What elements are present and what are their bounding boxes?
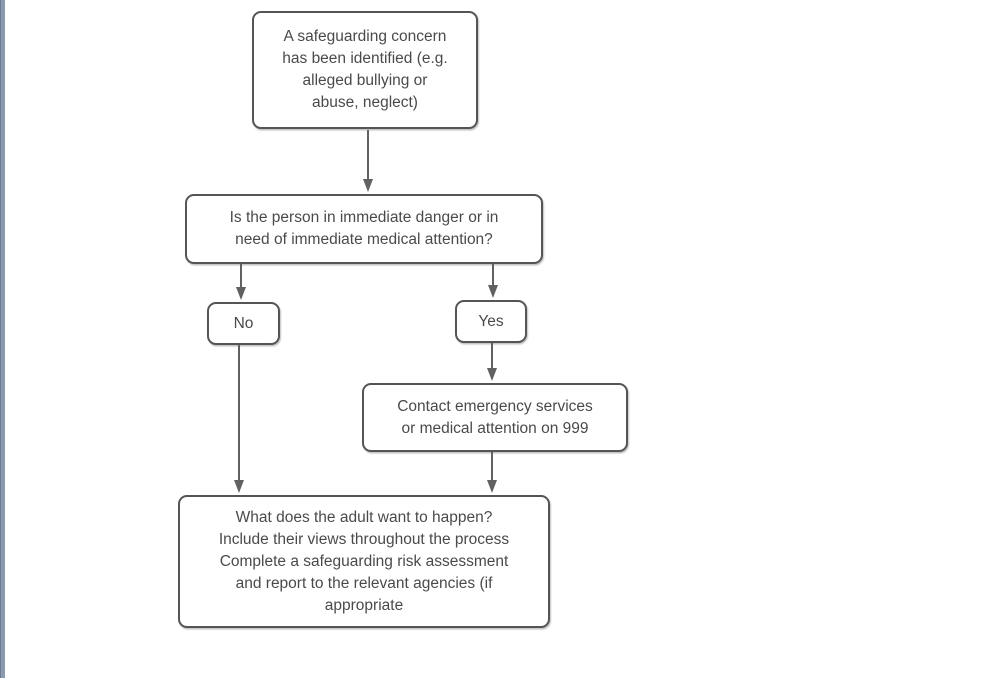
arrow-decision-to-yes	[487, 264, 499, 298]
arrow-emergency-to-outcome	[486, 452, 498, 493]
arrow-line	[492, 264, 494, 288]
arrow-line	[491, 343, 493, 371]
arrowhead-down-icon	[487, 480, 497, 493]
arrow-line	[491, 452, 493, 483]
arrow-yes-to-emergency	[486, 343, 498, 381]
arrowhead-down-icon	[488, 285, 498, 298]
flow-node-concern-identified: A safeguarding concern has been identifi…	[252, 11, 478, 129]
arrow-decision-to-no	[235, 264, 247, 300]
flow-node-contact-emergency-services: Contact emergency services or medical at…	[362, 383, 628, 452]
arrow-concern-to-decision	[362, 130, 374, 192]
arrow-line	[367, 130, 369, 182]
flow-node-adult-wishes-outcome: What does the adult want to happen? Incl…	[178, 495, 550, 628]
flow-node-yes: Yes	[455, 300, 527, 343]
flow-node-no: No	[207, 302, 280, 345]
arrowhead-down-icon	[487, 368, 497, 381]
flow-node-immediate-danger-decision: Is the person in immediate danger or in …	[185, 194, 543, 264]
arrow-line	[240, 264, 242, 290]
arrow-no-to-outcome	[233, 345, 245, 493]
arrowhead-down-icon	[236, 287, 246, 300]
left-edge-strip	[0, 0, 5, 678]
arrow-line	[238, 345, 240, 483]
arrowhead-down-icon	[363, 179, 373, 192]
arrowhead-down-icon	[234, 480, 244, 493]
